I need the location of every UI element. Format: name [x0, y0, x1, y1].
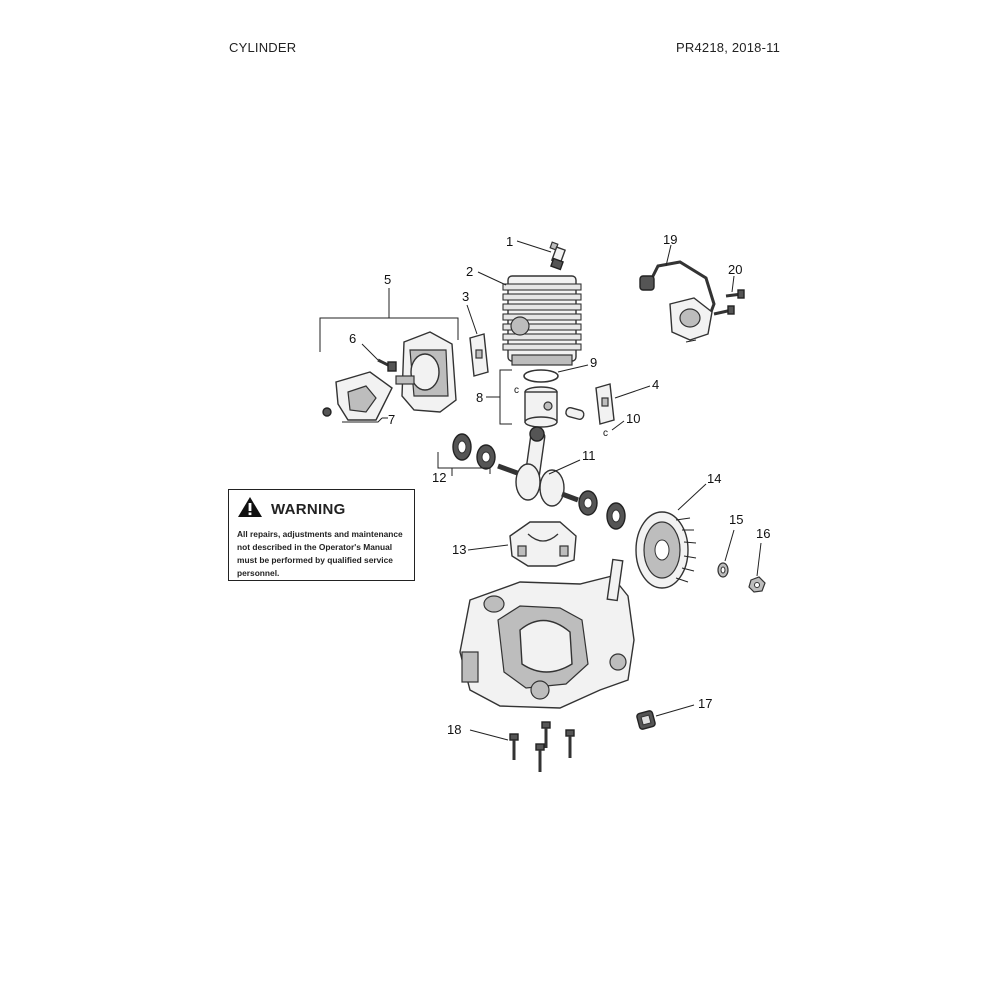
callout-2: 2 [466, 264, 473, 279]
part-cylinder-gasket[interactable] [469, 333, 489, 377]
part-crankcase-screws[interactable] [509, 721, 575, 772]
part-flywheel[interactable] [635, 511, 697, 589]
warning-notice: WARNING All repairs, adjustments and mai… [228, 489, 415, 581]
part-ignition-coil[interactable] [639, 260, 716, 343]
part-muffler[interactable] [395, 331, 457, 413]
part-piston-pin[interactable]: c [565, 407, 608, 439]
part-nut[interactable] [748, 576, 766, 593]
part-muffler-cover[interactable] [322, 371, 393, 421]
callout-9: 9 [590, 355, 597, 370]
callout-20: 20 [728, 262, 742, 277]
page-title: CYLINDER [229, 40, 297, 55]
part-bearing-seal-left[interactable] [452, 433, 496, 470]
callout-18: 18 [447, 722, 461, 737]
callout-16: 16 [756, 526, 770, 541]
callout-12: 12 [432, 470, 446, 485]
callout-15: 15 [729, 512, 743, 527]
part-washer[interactable] [717, 562, 729, 578]
part-crankcase-cover[interactable] [509, 521, 577, 567]
callout-13: 13 [452, 542, 466, 557]
callout-8: 8 [476, 390, 483, 405]
warning-text: All repairs, adjustments and maintenance… [237, 529, 403, 578]
callout-6: 6 [349, 331, 356, 346]
callout-10: 10 [626, 411, 640, 426]
callout-1: 1 [506, 234, 513, 249]
part-muffler-screw[interactable] [377, 358, 397, 372]
callout-19: 19 [663, 232, 677, 247]
part-spark-plug[interactable] [549, 241, 566, 271]
part-vibration-block[interactable] [636, 710, 656, 730]
svg-text:c: c [514, 385, 519, 396]
warning-triangle-icon [237, 496, 263, 523]
part-bearing-seal-right[interactable] [578, 490, 626, 530]
part-ignition-screws[interactable] [713, 289, 745, 316]
part-piston-ring[interactable] [523, 369, 559, 383]
callout-4: 4 [652, 377, 659, 392]
callout-7: 7 [388, 412, 395, 427]
callout-14: 14 [707, 471, 721, 486]
part-piston[interactable]: c [514, 385, 558, 428]
part-crankshaft[interactable] [497, 426, 579, 507]
part-cylinder[interactable] [502, 275, 582, 366]
callout-3: 3 [462, 289, 469, 304]
warning-title: WARNING [271, 501, 346, 518]
callout-5: 5 [384, 272, 391, 287]
part-crankcase[interactable] [459, 558, 635, 709]
document-reference: PR4218, 2018-11 [676, 40, 780, 55]
svg-text:c: c [603, 428, 608, 439]
callout-17: 17 [698, 696, 712, 711]
callout-11: 11 [582, 448, 596, 463]
part-gasket-small[interactable] [595, 383, 615, 425]
